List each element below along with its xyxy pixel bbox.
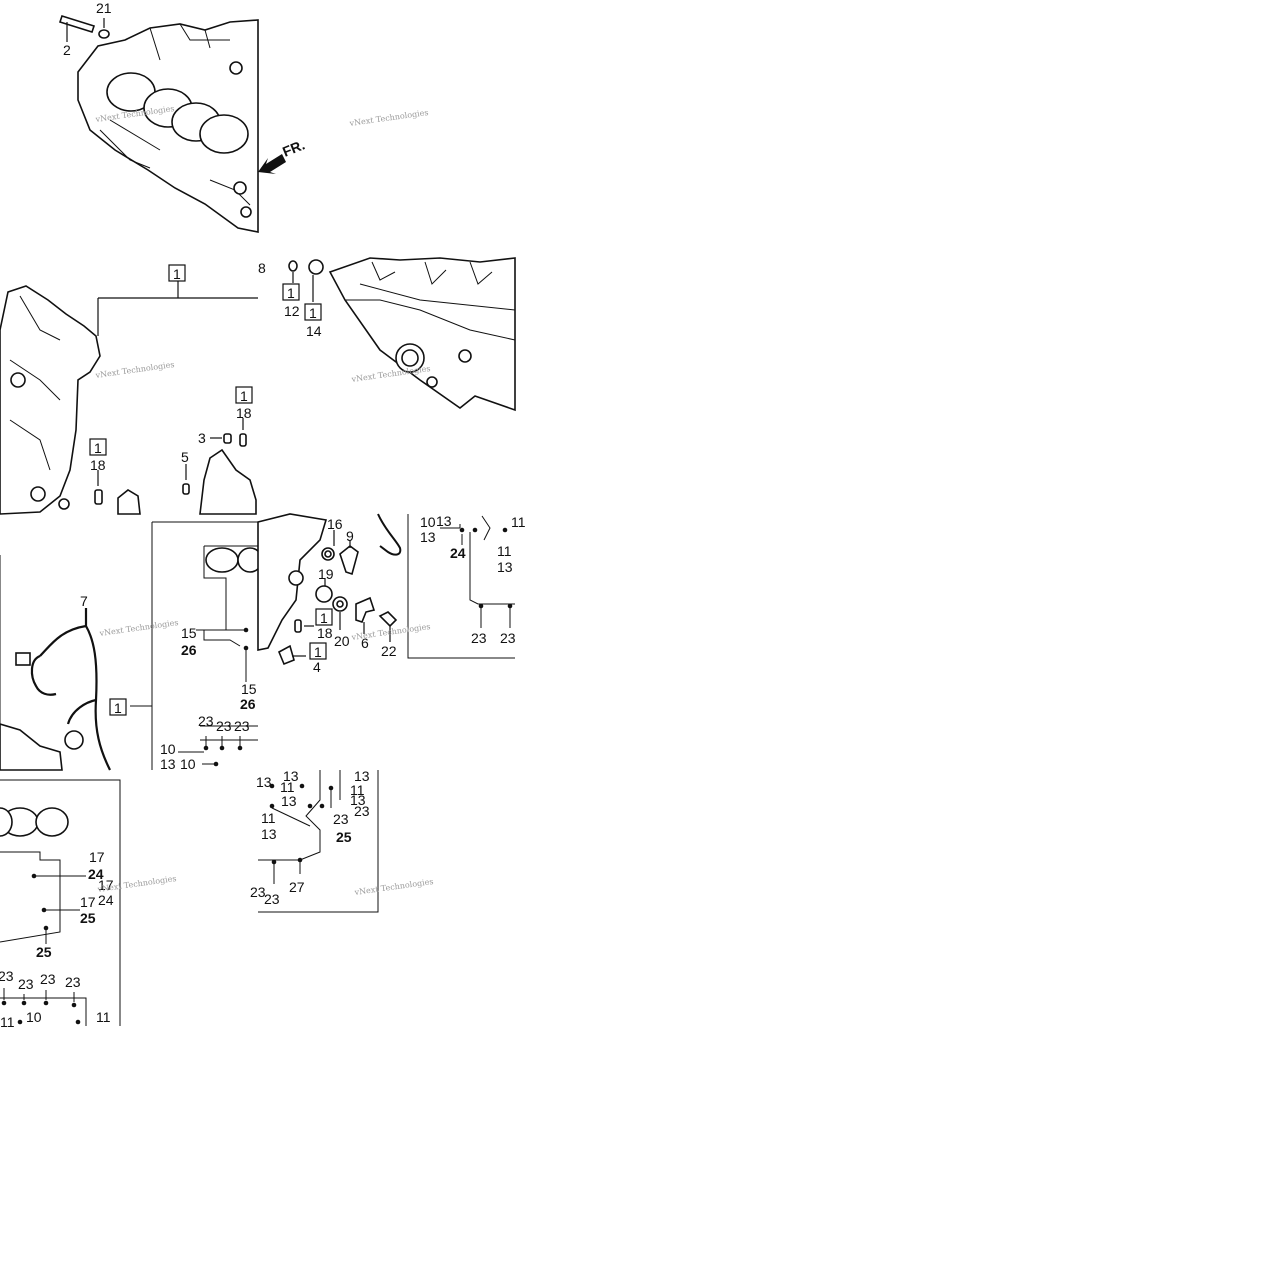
svg-text:17: 17 [80,894,96,910]
svg-text:23: 23 [234,718,250,734]
svg-text:23: 23 [354,803,370,819]
svg-text:25: 25 [36,944,52,960]
svg-text:24: 24 [98,892,114,908]
callout-labels: 2 21 8 12 14 18 3 18 5 16 9 19 18 20 6 2… [0,0,526,1030]
svg-text:18: 18 [317,625,333,641]
svg-text:10: 10 [420,514,436,530]
svg-text:23: 23 [0,968,14,984]
svg-text:11: 11 [280,779,295,795]
svg-text:24: 24 [450,545,466,561]
boxed-ref-group: 1 1 1 1 1 1 1 1 [89,264,333,716]
svg-text:12: 12 [284,303,300,319]
svg-text:10: 10 [26,1009,42,1025]
svg-text:1: 1 [114,700,122,716]
svg-text:21: 21 [96,0,112,16]
svg-text:11: 11 [261,810,276,826]
svg-text:1: 1 [173,266,181,282]
svg-text:23: 23 [471,630,487,646]
svg-text:23: 23 [65,974,81,990]
svg-text:13: 13 [350,792,366,808]
svg-text:20: 20 [334,633,350,649]
svg-text:13: 13 [497,559,513,575]
front-label: FR. [280,136,307,159]
svg-text:18: 18 [90,457,106,473]
svg-text:11: 11 [511,514,526,530]
svg-text:11: 11 [497,543,512,559]
svg-text:5: 5 [181,449,189,465]
case-gasket-outline-b [407,514,515,659]
svg-text:23: 23 [333,811,349,827]
svg-text:17: 17 [89,849,105,865]
svg-text:25: 25 [336,829,352,845]
lower-crankcase-drawing [288,257,516,412]
svg-text:6: 6 [361,635,369,651]
svg-text:1: 1 [240,388,248,404]
svg-text:23: 23 [264,891,280,907]
svg-text:11: 11 [350,782,365,798]
svg-text:13: 13 [283,768,299,784]
svg-text:1: 1 [320,610,328,626]
svg-text:14: 14 [306,323,322,339]
case-gasket-outline-a [130,521,263,770]
sensor-bolts-drawing [257,513,402,666]
front-arrow-icon [258,154,286,174]
svg-text:17: 17 [98,877,114,893]
svg-text:7: 7 [80,593,88,609]
svg-text:11: 11 [0,1014,15,1030]
svg-text:1: 1 [309,305,317,321]
svg-text:4: 4 [313,659,321,675]
svg-text:2: 2 [63,42,71,58]
svg-text:25: 25 [80,910,96,926]
svg-text:15: 15 [181,625,197,641]
svg-text:11: 11 [96,1009,111,1025]
svg-text:24: 24 [88,866,104,882]
svg-text:1: 1 [94,440,102,456]
svg-text:13: 13 [256,774,272,790]
wiring-harness-drawing [0,555,111,771]
svg-text:1: 1 [287,285,295,301]
svg-text:27: 27 [289,879,305,895]
svg-text:15: 15 [241,681,257,697]
svg-text:23: 23 [40,971,56,987]
svg-text:13: 13 [354,768,370,784]
svg-text:13: 13 [281,793,297,809]
svg-text:23: 23 [18,976,34,992]
svg-text:13: 13 [261,826,277,842]
svg-text:13: 13 [420,529,436,545]
svg-text:16: 16 [327,516,343,532]
case-gasket-outline-c [0,779,121,1026]
svg-text:23: 23 [216,718,232,734]
svg-text:13: 13 [160,756,176,772]
svg-text:10: 10 [180,756,196,772]
crankcase-side-drawing [0,280,258,515]
svg-text:10: 10 [160,741,176,757]
svg-text:23: 23 [198,713,214,729]
svg-text:23: 23 [500,630,516,646]
svg-text:26: 26 [181,642,197,658]
upper-crankcase-drawing: FR. [58,15,307,233]
svg-text:26: 26 [240,696,256,712]
svg-text:23: 23 [250,884,266,900]
svg-text:8: 8 [258,260,266,276]
svg-text:22: 22 [381,643,397,659]
svg-text:13: 13 [436,513,452,529]
svg-text:19: 19 [318,566,334,582]
svg-text:3: 3 [198,430,206,446]
case-gasket-outline-d [258,770,379,913]
svg-text:1: 1 [314,644,322,660]
svg-text:9: 9 [346,528,354,544]
svg-text:18: 18 [236,405,252,421]
